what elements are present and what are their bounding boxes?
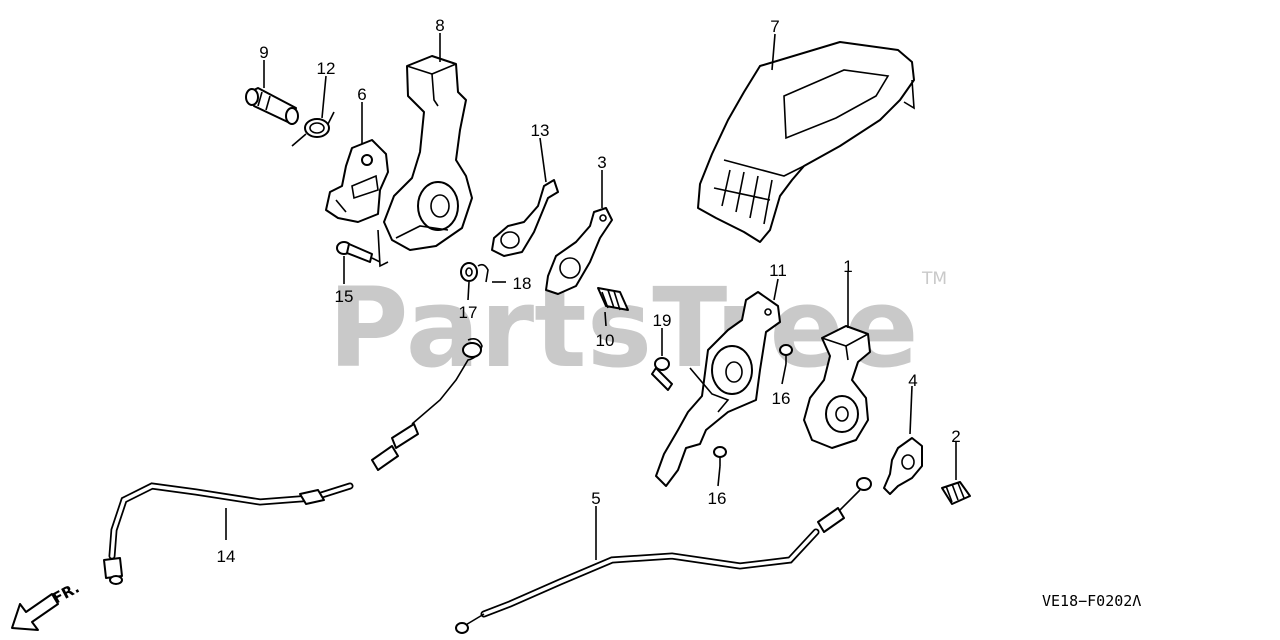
callout-16-upper: 16 [772,389,791,408]
callout-19: 19 [653,311,672,330]
part-19-bolt[interactable] [651,357,673,391]
part-16-screw-lower[interactable] [713,446,727,466]
part-6-bracket[interactable] [325,139,389,223]
leader-15 [377,229,389,268]
callout-18: 18 [513,274,532,293]
callout-12: 12 [317,59,336,78]
part-11-throttle-bracket[interactable] [655,291,781,487]
part-3-friction-plate[interactable] [545,207,613,295]
callout-4: 4 [908,371,917,390]
callout-8: 8 [435,16,444,35]
callout-10: 10 [596,331,615,350]
part-14-choke-cable[interactable] [103,338,483,585]
callout-15: 15 [335,287,354,306]
callout-labels: 1 2 3 4 5 6 7 8 9 10 11 12 13 14 15 16 1… [217,16,961,566]
part-15-bolt[interactable] [336,241,381,263]
part-4-link[interactable] [883,437,923,495]
callout-7: 7 [770,17,779,36]
leader-lines [225,33,957,560]
part-12-torsion-spring[interactable] [291,111,335,147]
callout-6: 6 [357,85,366,104]
callout-14: 14 [217,547,236,566]
watermark-text: PartsTree [328,264,919,392]
direction-marker: FR. [11,579,82,631]
callout-13: 13 [531,121,550,140]
part-1-throttle-lever[interactable] [803,325,871,449]
part-2-spring[interactable] [941,481,971,505]
callout-3: 3 [597,153,606,172]
callout-2: 2 [951,427,960,446]
part-13-link-plate[interactable] [491,179,559,257]
diagram-code: VE18−F0202Λ [1042,592,1141,610]
callout-1: 1 [843,257,852,276]
arrow-down-left-icon [11,593,59,631]
callout-9: 9 [259,43,268,62]
callout-11: 11 [769,261,787,280]
part-16-screw-upper[interactable] [779,344,793,364]
watermark-trademark: TM [921,269,947,289]
part-17-washer[interactable] [460,262,478,282]
callout-5: 5 [591,489,600,508]
part-18-clip[interactable] [477,263,506,283]
part-8-control-lever[interactable] [383,55,473,251]
callout-17: 17 [459,303,478,322]
part-7-lever-cover[interactable] [697,41,915,243]
part-9-pivot-bolt[interactable] [245,87,299,125]
callout-16-lower: 16 [708,489,727,508]
part-10-compression-spring[interactable] [597,287,629,311]
part-5-throttle-cable[interactable] [455,477,872,634]
